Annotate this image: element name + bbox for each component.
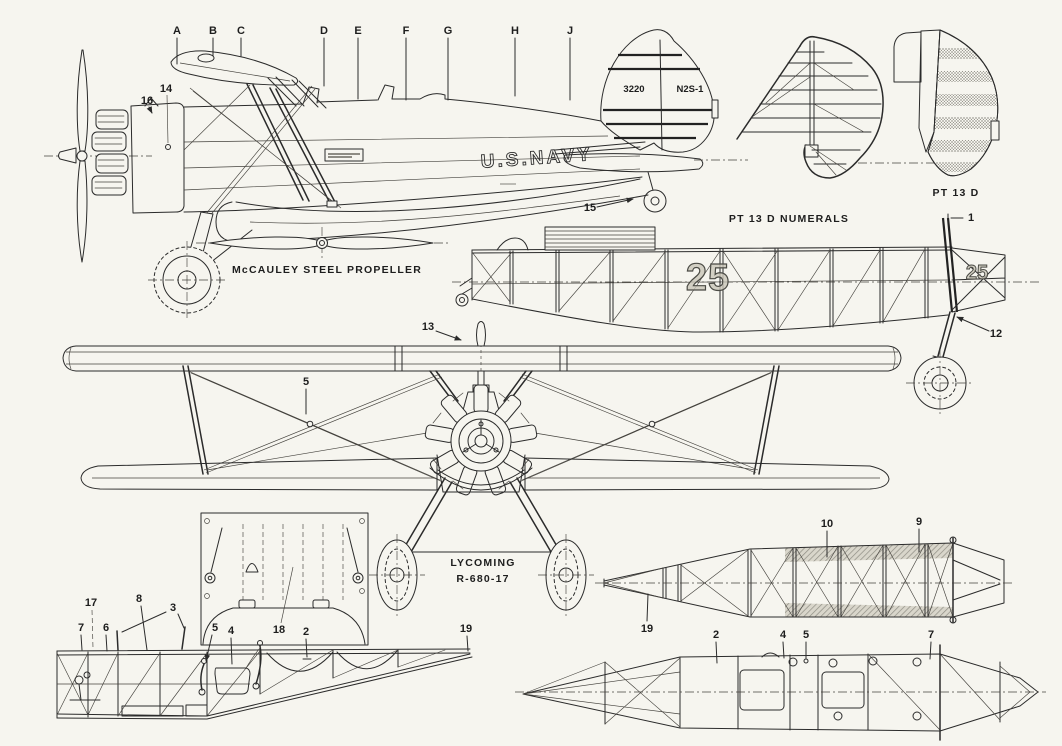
radial-engine-icon [424,384,538,497]
control-sticks-icon [198,640,263,696]
struts-and-wires-side [183,76,342,219]
station-letter-d: D [320,25,328,37]
front-top-wing [62,344,902,373]
station-letter-c: C [237,25,245,37]
tank-inset-box [200,512,369,646]
callout-19-right: 19 [641,623,653,635]
callout-16: 16 [141,95,153,107]
fuselage-marking: U.S.NAVY [480,144,594,173]
station-letter-f: F [403,25,410,37]
callout-2-right: 2 [713,629,719,641]
cockpit-structure-view [56,605,473,720]
callout-5-left: 5 [212,622,218,634]
fin-label: PT 13 D [933,187,980,199]
callout-3: 3 [170,602,176,614]
engine-label-line2: R-680-17 [456,573,509,585]
rear-fuselage-bottom-view [515,641,1046,741]
annotations: A B C D E F G H J 16 14 15 13 5 1 12 10 … [78,25,1002,641]
tail-model: N2S-1 [677,84,705,95]
fin-paint-detail [858,29,1000,177]
callout-18: 18 [273,624,285,636]
fin-framework-detail [694,35,884,179]
callout-5-front: 5 [303,376,309,388]
station-letter-g: G [444,25,453,37]
callout-6: 6 [103,622,109,634]
numerals-label: PT 13 D NUMERALS [729,213,849,225]
tailwheel-detail-icon [906,311,974,417]
main-wheel-side-icon [148,211,253,319]
stencil-data-block [324,148,364,162]
propeller-side-icon [58,49,89,263]
fuselage-frame-side-view [452,213,1040,417]
callout-5-right: 5 [803,629,809,641]
callout-12: 12 [990,328,1002,340]
callout-1: 1 [968,212,974,224]
callout-9: 9 [916,516,922,528]
station-letter-b: B [209,25,217,37]
station-letter-a: A [173,25,181,37]
tail-serial: 3220 [623,84,644,95]
engine-label-line1: LYCOMING [450,557,515,569]
station-letter-h: H [511,25,519,37]
callout-7-right: 7 [928,629,934,641]
tailwheel-side-icon [643,171,667,213]
station-letter-e: E [354,25,361,37]
stabilizer-elevator-side [554,141,704,173]
callout-4-left: 4 [228,625,235,637]
rigging-wires [187,370,775,483]
fin-rudder-side [600,29,719,153]
propeller-label: McCAULEY STEEL PROPELLER [232,264,422,276]
callout-4-right: 4 [780,629,787,641]
station-leader-lines [176,37,571,101]
engine-cylinders-side-icon [91,109,129,196]
callout-13: 13 [422,321,434,333]
callout-10: 10 [821,518,833,530]
callout-2-left: 2 [303,626,309,638]
propeller-detail [196,227,448,259]
side-view [44,29,719,319]
top-wing-airfoil [170,50,299,86]
callout-7-left: 7 [78,622,84,634]
callout-19-left: 19 [460,623,472,635]
rear-fuselage-top-view [595,528,1012,624]
front-view [62,321,902,616]
fuel-tank-icon [202,563,366,645]
callout-15: 15 [584,202,596,214]
callout-14: 14 [160,83,173,95]
landing-gear-front [369,477,594,616]
callout-8: 8 [136,593,142,605]
station-letter-j: J [567,25,573,37]
frame-numeral-tail: 25 [966,262,988,284]
callout-17: 17 [85,597,97,609]
frame-numeral-mid: 25 [686,257,730,299]
front-lower-wings [80,457,890,491]
